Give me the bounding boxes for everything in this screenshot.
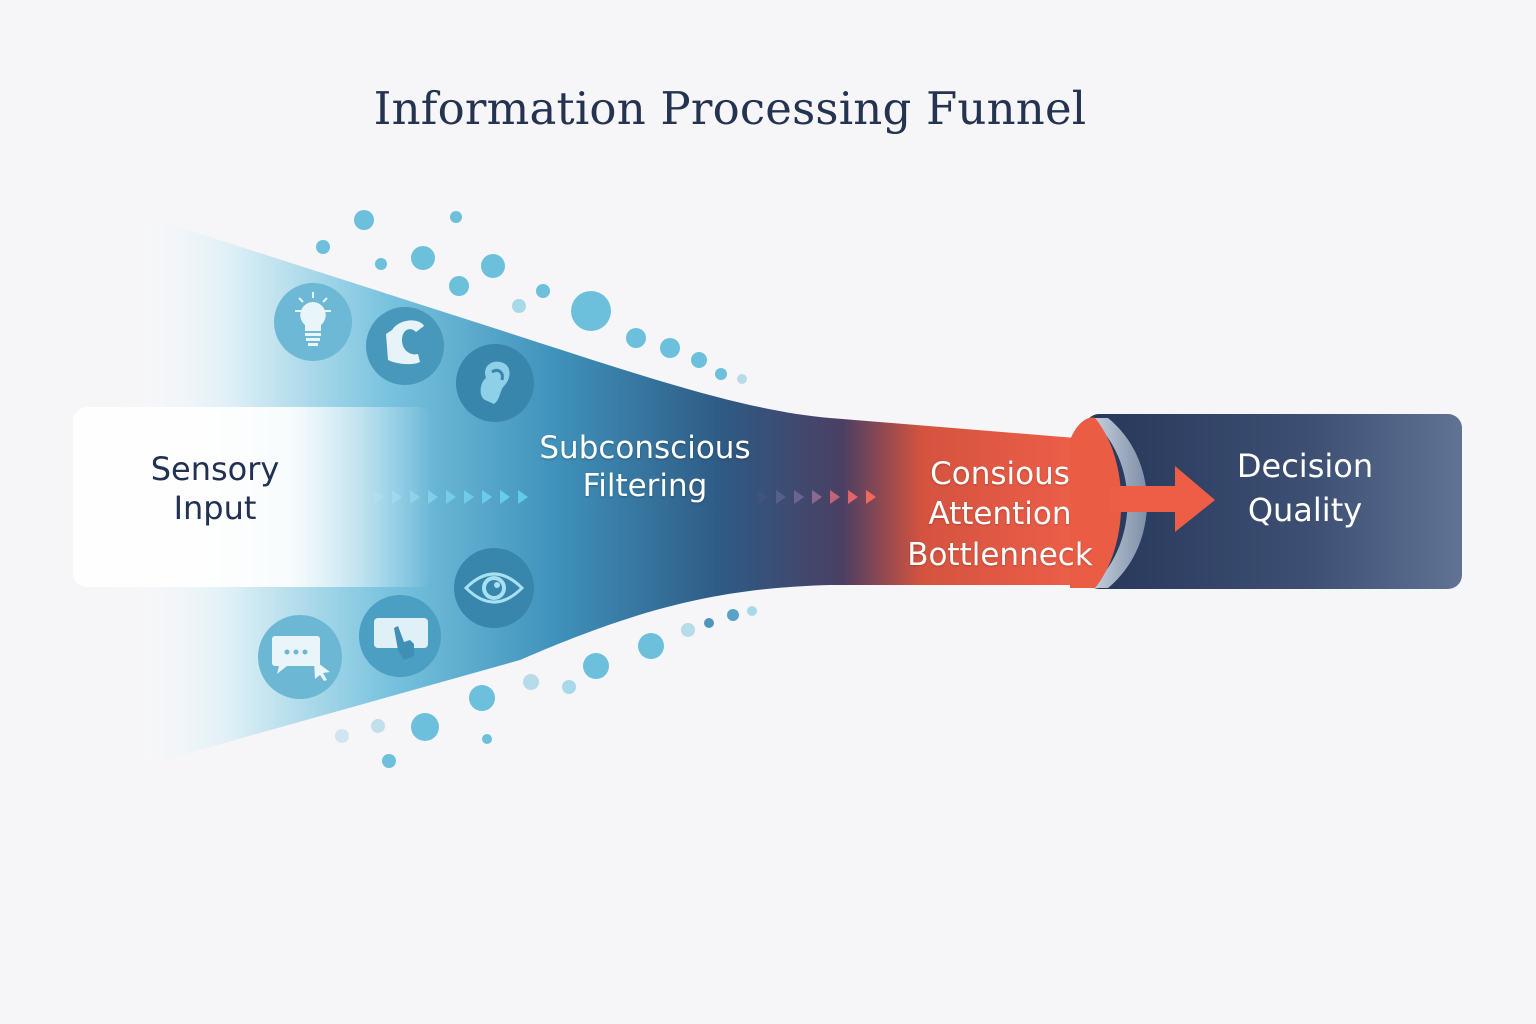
- ear-icon: [456, 344, 534, 422]
- particles-bottom: [335, 606, 757, 768]
- sensory-input-box: [73, 407, 433, 587]
- funnel-body: [110, 205, 1100, 775]
- label-line: Attention: [928, 496, 1072, 533]
- stage-label-decision-quality: Decision Quality: [1195, 445, 1415, 532]
- lightbulb-icon: [274, 283, 352, 361]
- label-line: Filtering: [582, 467, 708, 504]
- diagram-title: Information Processing Funnel: [373, 82, 1087, 135]
- touchscreen-hand-icon: [359, 595, 441, 677]
- stage-label-attention-bottleneck: Consious Attention Bottlenneck: [880, 454, 1120, 575]
- bottleneck-ring: [1090, 418, 1147, 588]
- eye-icon: [454, 548, 534, 628]
- flow-chevrons-left: [374, 490, 528, 504]
- arrow-to-decision: [1110, 466, 1215, 532]
- label-line: Bottlenneck: [907, 536, 1093, 573]
- label-line: Sensory: [150, 450, 280, 488]
- label-line: Subconscious: [539, 430, 751, 466]
- label-line: Decision: [1236, 447, 1374, 485]
- flow-chevrons-right: [758, 490, 876, 504]
- chat-bubble-cursor-icon: [258, 615, 342, 699]
- label-line: Input: [173, 489, 257, 528]
- stage-label-subconscious-filtering: Subconscious Filtering: [500, 430, 790, 506]
- label-line: Quality: [1247, 490, 1363, 529]
- stage-label-sensory-input: Sensory Input: [110, 450, 320, 528]
- label-line: Consious: [930, 456, 1070, 492]
- particles-top: [316, 210, 747, 384]
- decision-box: [1085, 414, 1462, 589]
- bottleneck-cap: [1070, 417, 1122, 588]
- head-profile-icon: [366, 307, 444, 385]
